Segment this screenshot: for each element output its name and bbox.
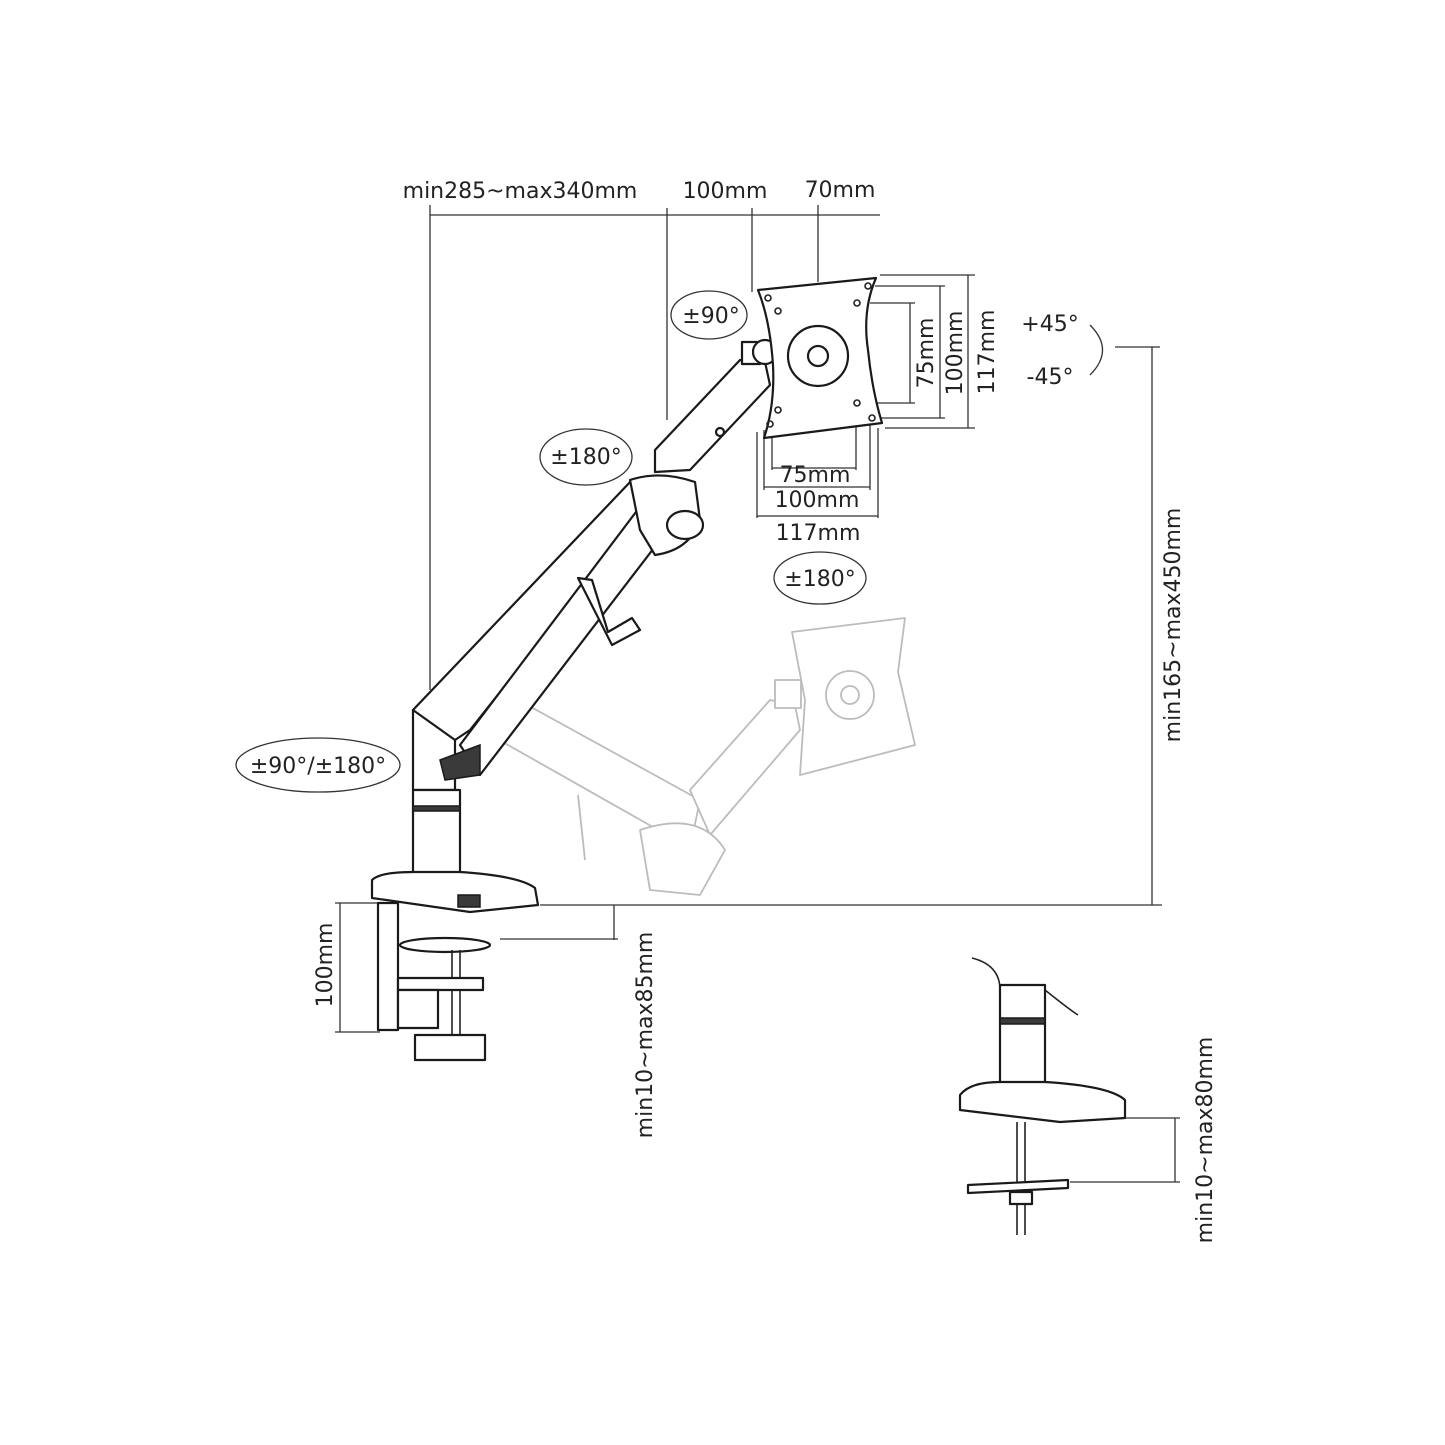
elbow-rotation-label: ±180° (550, 445, 621, 470)
plate-depth-label: 70mm (805, 178, 876, 203)
vesa-v-117-label: 117mm (975, 310, 1000, 395)
vesa-h-75-label: 75mm (780, 463, 851, 488)
base-rotation-label: ±90°/±180° (250, 754, 386, 779)
rotation-arrows (235, 290, 1104, 793)
head-offset-label: 100mm (683, 179, 768, 204)
vesa-v-100-label: 100mm (943, 311, 968, 396)
dimension-lines (335, 205, 1180, 1183)
height-range-label: min165~max450mm (1161, 508, 1186, 743)
dimension-labels: min285~max340mm 100mm 70mm 75mm 100mm 11… (250, 178, 1218, 1243)
plate-rotation-label: ±180° (784, 567, 855, 592)
monitor-arm (370, 276, 884, 1062)
head-swivel-label: ±90° (682, 304, 739, 329)
grommet-mount-detail (958, 957, 1127, 1235)
tilt-up-label: +45° (1021, 312, 1078, 337)
vesa-h-100-label: 100mm (775, 488, 860, 513)
tilt-down-label: -45° (1027, 365, 1074, 390)
vesa-h-117-label: 117mm (776, 521, 861, 546)
arm-reach-label: min285~max340mm (403, 179, 638, 204)
grommet-desk-range-label: min10~max80mm (1193, 1037, 1218, 1244)
clamp-height-label: 100mm (313, 923, 338, 1008)
clamp-desk-range-label: min10~max85mm (633, 932, 658, 1139)
vesa-v-75-label: 75mm (914, 318, 939, 389)
